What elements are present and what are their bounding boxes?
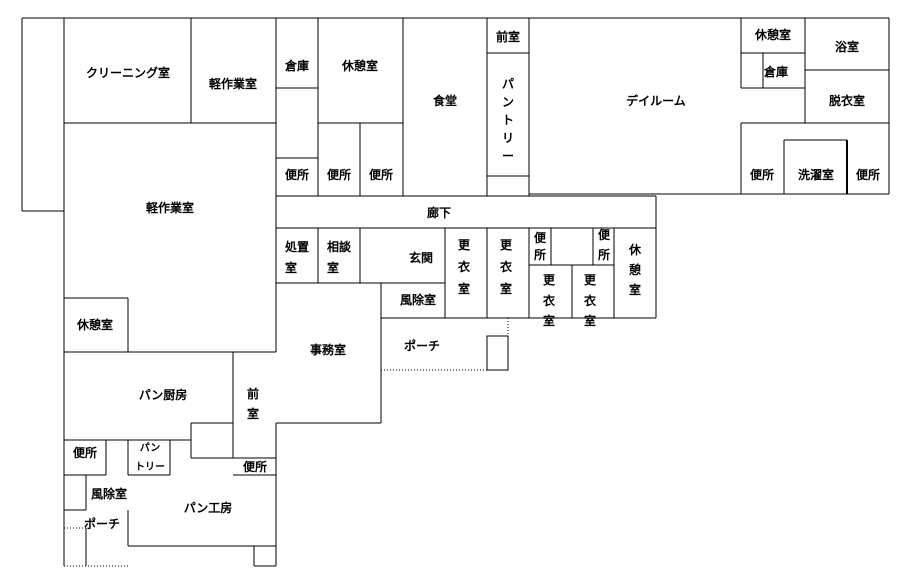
room-cleaning: クリーニング室 xyxy=(86,65,170,80)
room-storage-2: 倉庫 xyxy=(763,64,788,79)
room-office: 事務室 xyxy=(310,342,346,357)
room-wc-8: 便所 xyxy=(73,445,97,460)
room-anteroom-2-char: 室 xyxy=(247,406,259,421)
room-entrance: 玄関 xyxy=(409,250,433,265)
room-locker-4-char: 衣 xyxy=(584,293,596,308)
room-wc-1: 便所 xyxy=(285,167,309,182)
room-bread-kitchen: パン厨房 xyxy=(139,387,188,402)
room-treatment-line: 室 xyxy=(285,260,297,275)
room-locker-2-char: 更 xyxy=(500,238,513,252)
room-locker-3-char: 更 xyxy=(543,273,556,287)
room-locker-1-char: 衣 xyxy=(458,259,470,274)
room-anteroom-2-char: 前 xyxy=(247,386,259,401)
room-rest-3-char: 憩 xyxy=(629,262,641,277)
room-locker-2: 更 衣 室 xyxy=(500,238,513,296)
room-wc-5: 便所 xyxy=(856,167,880,182)
walls xyxy=(21,17,890,567)
room-dining: 食堂 xyxy=(432,93,457,108)
room-storage-1: 倉庫 xyxy=(284,58,309,73)
room-rest-2: 休憩室 xyxy=(754,27,791,42)
room-locker-3: 更 衣 室 xyxy=(543,273,556,328)
room-locker-2-char: 衣 xyxy=(500,259,512,274)
room-pantry-1-char: ン xyxy=(502,95,514,109)
room-rest-3-char: 休 xyxy=(628,242,642,257)
room-windbreak-2: 風除室 xyxy=(91,486,127,501)
room-bread-workshop: パン工房 xyxy=(184,500,233,515)
room-wc-3: 便所 xyxy=(369,167,393,182)
room-light-work-top: 軽作業室 xyxy=(209,76,257,91)
room-dayroom: デイルーム xyxy=(626,93,686,108)
room-pantry-1-char: パ xyxy=(502,77,514,91)
room-bath: 浴室 xyxy=(835,39,859,54)
room-treatment: 処置 室 xyxy=(284,239,309,275)
room-wc-4: 便所 xyxy=(750,167,774,182)
room-rest-4: 休憩室 xyxy=(76,317,113,332)
room-windbreak-1: 風除室 xyxy=(400,292,436,307)
room-treatment-line: 処置 xyxy=(284,239,309,254)
room-pantry-1-char: ト xyxy=(502,113,514,127)
room-wc-7: 便 所 xyxy=(598,227,611,262)
room-undress: 脱衣室 xyxy=(829,93,865,108)
room-locker-3-char: 室 xyxy=(543,313,555,328)
room-light-work-main: 軽作業室 xyxy=(146,200,194,215)
room-locker-1: 更 衣 室 xyxy=(458,238,471,296)
room-rest-1: 休憩室 xyxy=(341,58,378,73)
room-locker-2-char: 室 xyxy=(500,281,512,296)
room-consult-line: 室 xyxy=(327,260,339,275)
room-pantry-1-char: リ xyxy=(502,131,514,145)
room-pantry-1-char: ー xyxy=(502,149,514,163)
room-laundry: 洗濯室 xyxy=(798,167,834,182)
room-rest-3: 休 憩 室 xyxy=(628,242,642,297)
room-pantry-2-line: パン xyxy=(140,442,161,454)
room-locker-4: 更 衣 室 xyxy=(584,273,597,328)
room-pantry-1: パ ン ト リ ー xyxy=(502,77,514,163)
room-consult: 相談 室 xyxy=(327,239,352,275)
room-wc-6-char: 便 xyxy=(534,230,547,245)
room-labels: クリーニング室 軽作業室 倉庫 休憩室 食堂 前室 パ ン ト リ ー デイルー… xyxy=(73,27,880,531)
room-locker-1-char: 更 xyxy=(458,238,471,252)
room-wc-6-char: 所 xyxy=(534,247,546,262)
room-locker-4-char: 更 xyxy=(584,273,597,287)
room-locker-3-char: 衣 xyxy=(543,293,555,308)
room-rest-3-char: 室 xyxy=(629,282,641,297)
room-corridor: 廊下 xyxy=(427,205,451,220)
room-pantry-2-line: トリー xyxy=(135,461,165,473)
room-wc-2: 便所 xyxy=(327,167,351,182)
room-consult-line: 相談 xyxy=(327,239,352,254)
room-locker-4-char: 室 xyxy=(584,313,596,328)
room-anteroom-2: 前 室 xyxy=(247,386,259,421)
room-porch-2: ポーチ xyxy=(84,516,120,531)
room-locker-1-char: 室 xyxy=(458,281,470,296)
room-pantry-2: パン トリー xyxy=(135,442,165,473)
room-porch-1: ポーチ xyxy=(404,338,440,353)
room-wc-6: 便 所 xyxy=(534,230,547,262)
room-anteroom-1: 前室 xyxy=(496,29,520,44)
room-wc-9: 便所 xyxy=(243,459,267,474)
room-wc-7-char: 便 xyxy=(598,227,611,242)
room-wc-7-char: 所 xyxy=(598,247,610,262)
